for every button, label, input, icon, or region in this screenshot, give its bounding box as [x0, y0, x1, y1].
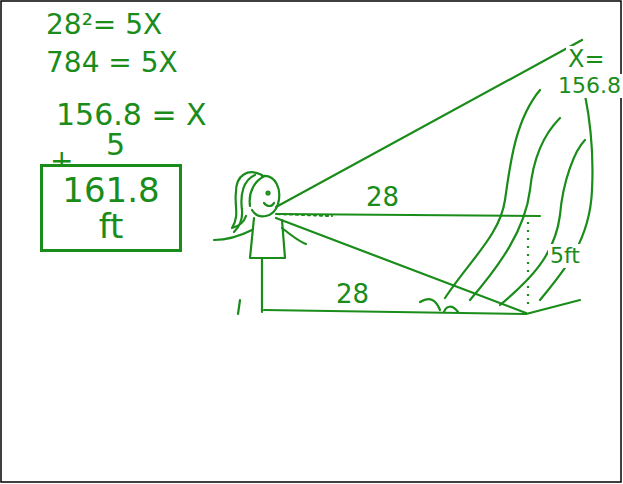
distance-label: 28 [364, 183, 401, 212]
equation-line: 156.8 = X [54, 98, 209, 131]
answer-box: 161.8 ft [40, 164, 182, 252]
unknown-value: 156.8 [556, 74, 623, 98]
answer-text: 161.8 ft [55, 173, 167, 244]
girl-figure [214, 172, 306, 314]
wave-curves [420, 90, 593, 312]
distance-label: 28 [334, 280, 371, 309]
height-dotted-line [527, 222, 529, 310]
equation-line: 28²= 5X [44, 10, 164, 41]
unknown-label: X= [566, 46, 607, 72]
equation-line: 784 = 5X [44, 48, 180, 79]
addend: 5 [104, 128, 127, 161]
height-label: 5ft [548, 244, 582, 268]
